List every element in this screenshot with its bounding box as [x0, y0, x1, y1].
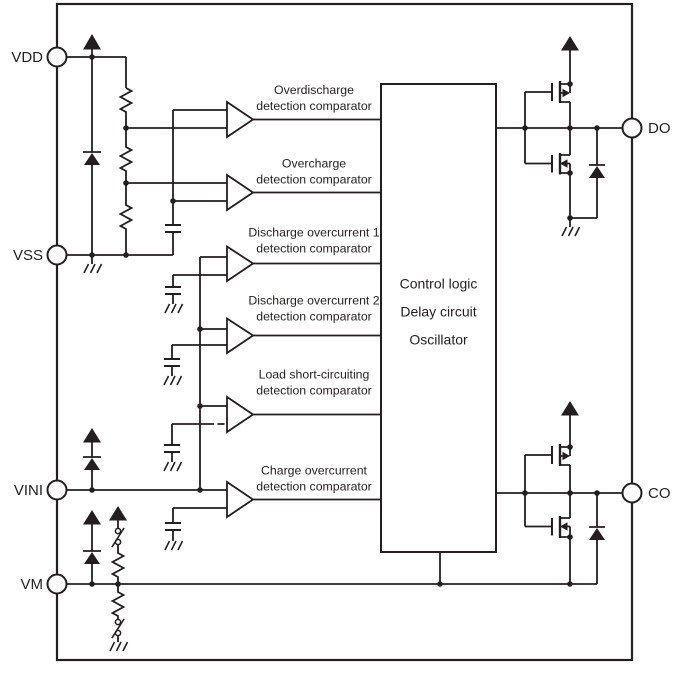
co-pin [621, 482, 643, 504]
vini-clamp-diode [83, 428, 101, 490]
vdd-arrow-icon [561, 401, 579, 416]
vdd-arrow-icon [83, 510, 101, 525]
discharge-overcurrent2-comparator-label2: detection comparator [256, 310, 372, 324]
switch-icon [114, 618, 122, 626]
oscillator-label: Oscillator [409, 332, 468, 348]
co-pin-label: CO [648, 485, 671, 502]
switch-icon [114, 527, 122, 535]
discharge-overcurrent1-comparator-label2: detection comparator [256, 242, 372, 256]
do-body-diode [589, 128, 605, 218]
comp5-ref-cap [163, 423, 225, 472]
vm-pin [46, 573, 68, 595]
overcharge-comparator-label2: detection comparator [256, 173, 372, 187]
overdischarge-comparator-label2: detection comparator [256, 99, 372, 113]
overcharge-comparator [226, 173, 255, 212]
overcharge-comparator-label: Overcharge [282, 157, 346, 171]
vss-pin [46, 244, 68, 266]
capacitor-icon [165, 224, 181, 233]
ic-outline [55, 2, 634, 662]
vini-pin-label: VINI [14, 482, 43, 499]
comp4-ref-cap [163, 344, 227, 386]
divider-taps [126, 127, 227, 184]
ground-icon [561, 226, 581, 237]
discharge-overcurrent2-comparator [226, 316, 255, 355]
ground-icon [164, 540, 184, 551]
reference-node [165, 109, 227, 255]
vdd-arrow-icon [109, 506, 127, 521]
vm-clamp-diode [83, 510, 101, 584]
control-logic-label: Control logic [400, 276, 478, 292]
vini-pin [46, 479, 68, 501]
vdd-arrow-icon [83, 428, 101, 443]
control-logic-block [380, 83, 497, 553]
comp6-ref-cap [164, 507, 227, 551]
do-driver [497, 36, 623, 237]
vdd-rail [66, 34, 127, 255]
delay-circuit-label: Delay circuit [400, 304, 476, 320]
charge-overcurrent-comparator-label2: detection comparator [256, 480, 372, 494]
junction-dots [89, 54, 600, 587]
vdd-pin [46, 46, 68, 68]
comparator-output-wires [253, 118, 381, 501]
capacitor-icon [165, 522, 181, 531]
ground-icon [164, 303, 184, 314]
load-short-comparator-label: Load short-circuiting [259, 368, 370, 382]
pins [46, 46, 643, 595]
do-pulldown-nmos [525, 128, 597, 237]
diode-icon [589, 166, 605, 178]
capacitor-icon [164, 444, 180, 453]
load-short-comparator [226, 395, 255, 434]
vini-sense-line [199, 256, 227, 490]
voltage-divider-resistors [118, 87, 227, 255]
co-pulldown-nmos [525, 493, 571, 584]
co-pullup-pmos [525, 401, 579, 493]
do-pin [621, 117, 643, 139]
discharge-overcurrent1-comparator-label: Discharge overcurrent 1 [248, 226, 379, 240]
capacitor-icon [165, 286, 181, 295]
load-short-comparator-label2: detection comparator [256, 384, 372, 398]
ground-icon [109, 641, 129, 652]
diode-icon [84, 458, 100, 470]
esd-diode [83, 151, 101, 165]
co-driver [497, 401, 623, 584]
vdd-arrow-icon [561, 36, 579, 51]
vm-test-chain [109, 506, 129, 652]
discharge-overcurrent1-comparator [226, 244, 255, 283]
discharge-overcurrent2-comparator-label: Discharge overcurrent 2 [248, 294, 379, 308]
charge-overcurrent-comparator [226, 480, 255, 519]
comparators [226, 100, 381, 519]
do-pullup-pmos [525, 36, 579, 128]
charge-overcurrent-comparator-label: Charge overcurrent [261, 464, 368, 478]
vss-pin-label: VSS [13, 247, 43, 264]
ground-icon [163, 375, 183, 386]
diode-icon [84, 552, 100, 564]
do-pin-label: DO [648, 120, 671, 137]
ground-icon [83, 263, 103, 274]
overdischarge-comparator [226, 100, 255, 139]
diode-icon [589, 528, 605, 540]
co-body-diode [589, 493, 605, 584]
vdd-pin-label: VDD [11, 49, 43, 66]
vss-rail [66, 254, 173, 274]
capacitor-icon [164, 358, 180, 367]
overdischarge-comparator-label: Overdischarge [274, 83, 354, 97]
vm-pin-label: VM [21, 576, 44, 593]
vdd-arrow-icon [83, 34, 101, 50]
ground-icon [163, 461, 183, 472]
comp3-ref-cap [164, 274, 227, 314]
